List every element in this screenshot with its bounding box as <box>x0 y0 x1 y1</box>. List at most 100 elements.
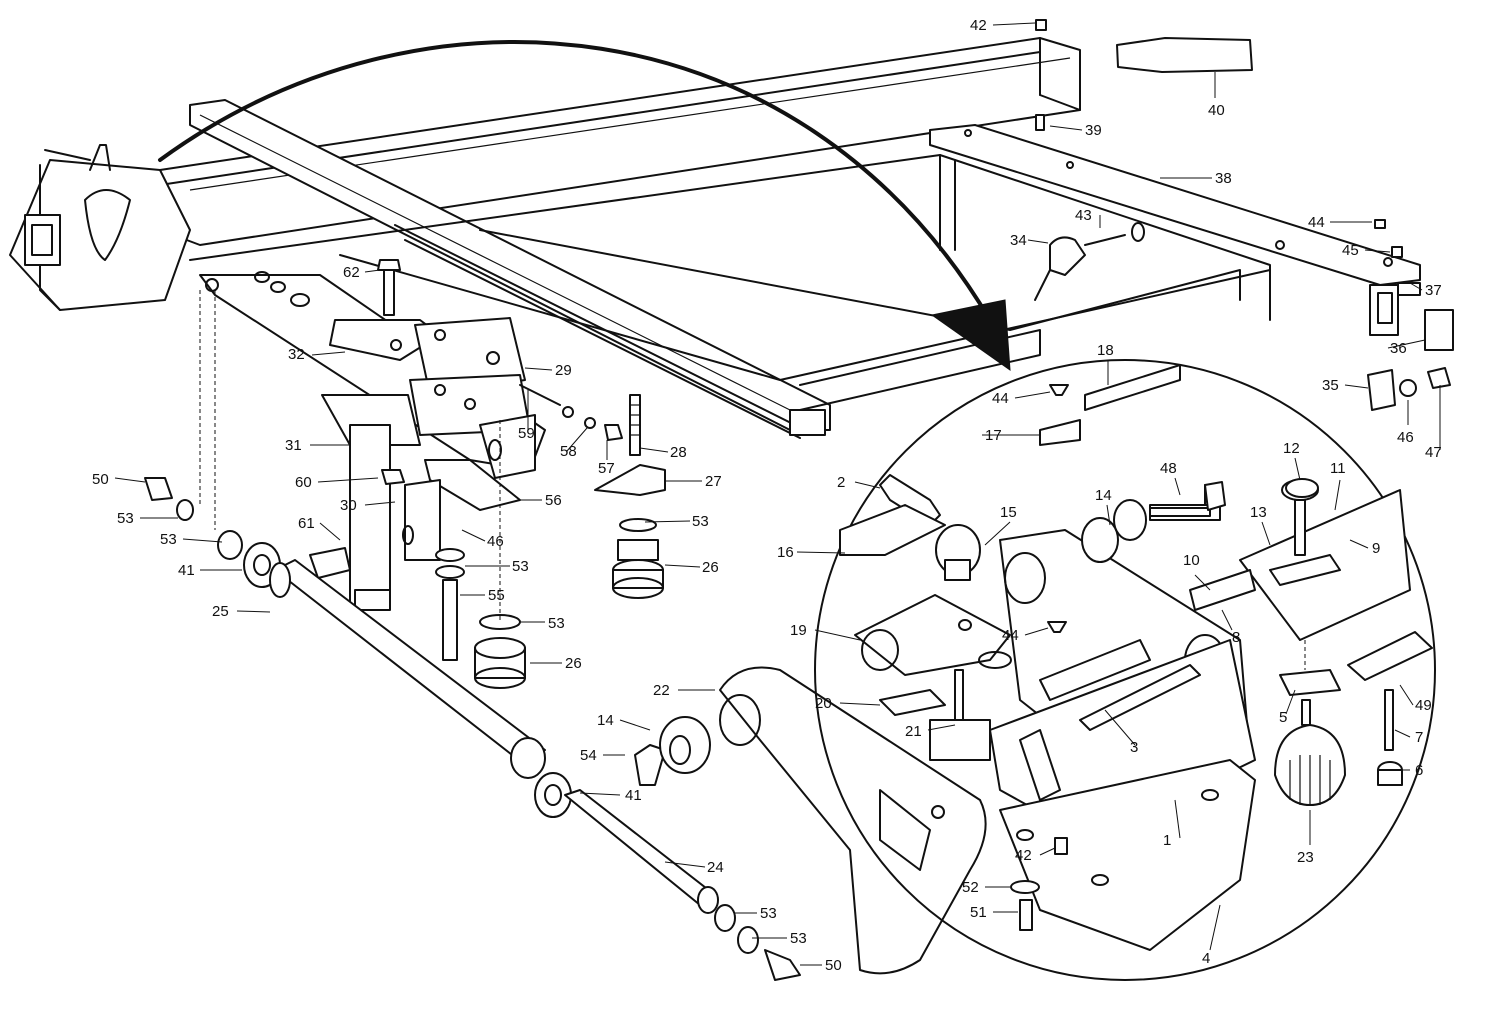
callout-22: 22 <box>653 682 670 699</box>
callout-59: 59 <box>518 425 535 442</box>
callout-55: 55 <box>488 587 505 604</box>
callout-49: 49 <box>1415 697 1432 714</box>
callout-40: 40 <box>1208 102 1225 119</box>
leader-line <box>1104 709 1136 746</box>
callout-46-right: 46 <box>1397 429 1414 446</box>
callout-52: 52 <box>962 879 979 896</box>
callout-53-e: 53 <box>548 615 565 632</box>
leader-line <box>984 521 1011 546</box>
callout-53-a: 53 <box>117 510 134 527</box>
callout-14-lower: 14 <box>597 712 614 729</box>
callout-31: 31 <box>285 437 302 454</box>
callout-7: 7 <box>1415 729 1423 746</box>
callout-53-b: 53 <box>160 531 177 548</box>
leader-line <box>839 702 881 706</box>
leader-line <box>664 564 701 568</box>
callout-58: 58 <box>560 443 577 460</box>
callout-44-right: 44 <box>1308 214 1325 231</box>
callout-43: 43 <box>1075 207 1092 224</box>
leader-line <box>1294 457 1301 481</box>
leader-line <box>1174 477 1181 496</box>
leader-line <box>1024 627 1049 636</box>
leader-line <box>236 610 271 613</box>
callout-39: 39 <box>1085 122 1102 139</box>
callout-38: 38 <box>1215 170 1232 187</box>
callout-5: 5 <box>1279 709 1287 726</box>
callout-3: 3 <box>1130 739 1138 756</box>
callout-13: 13 <box>1250 504 1267 521</box>
leader-line <box>579 792 621 796</box>
callout-26-right: 26 <box>702 559 719 576</box>
leader-line <box>992 22 1036 26</box>
leader-line <box>1285 689 1296 715</box>
callout-11: 11 <box>1330 460 1346 477</box>
callout-9: 9 <box>1372 540 1380 557</box>
leader-line <box>1174 799 1181 839</box>
callout-1: 1 <box>1163 832 1171 849</box>
callout-42-top: 42 <box>970 17 987 34</box>
callout-29: 29 <box>555 362 572 379</box>
leader-line <box>644 520 691 523</box>
leader-line <box>639 447 669 453</box>
callout-2: 2 <box>837 474 845 491</box>
leader-line <box>1221 609 1233 631</box>
callout-24: 24 <box>707 859 724 876</box>
leader-line <box>364 501 396 506</box>
callout-54: 54 <box>580 747 597 764</box>
callout-62: 62 <box>343 264 360 281</box>
callout-4: 4 <box>1202 950 1210 967</box>
callout-12: 12 <box>1283 440 1300 457</box>
callout-46-left: 46 <box>487 533 504 550</box>
leader-line <box>524 367 553 371</box>
leader-line <box>1106 504 1111 526</box>
callout-44-inset-top: 44 <box>992 390 1009 407</box>
leader-line <box>1364 249 1391 253</box>
callout-19: 19 <box>790 622 807 639</box>
callout-28: 28 <box>670 444 687 461</box>
callout-30: 30 <box>340 497 357 514</box>
callout-53-g: 53 <box>790 930 807 947</box>
leader-line <box>619 719 651 731</box>
leader-line <box>1409 282 1423 291</box>
callout-26-left: 26 <box>565 655 582 672</box>
callout-20: 20 <box>815 695 832 712</box>
callout-37: 37 <box>1425 282 1442 299</box>
callout-56: 56 <box>545 492 562 509</box>
callout-41-right: 41 <box>625 787 642 804</box>
leader-line <box>1394 729 1411 738</box>
leader-line <box>566 427 588 452</box>
leader-line <box>311 351 346 356</box>
callout-15: 15 <box>1000 504 1017 521</box>
callout-60: 60 <box>295 474 312 491</box>
leader-line <box>814 629 861 641</box>
callout-27: 27 <box>705 473 722 490</box>
leader-line <box>1194 574 1211 591</box>
callout-10: 10 <box>1183 552 1200 569</box>
leader-line <box>1261 521 1271 546</box>
callout-44-inset-mid: 44 <box>1002 627 1019 644</box>
leader-line <box>461 529 486 542</box>
leader-line <box>796 551 846 554</box>
callout-14-upper: 14 <box>1095 487 1112 504</box>
callout-50-top: 50 <box>92 471 109 488</box>
leader-line <box>1014 391 1051 399</box>
callout-53-f: 53 <box>760 905 777 922</box>
callout-23: 23 <box>1297 849 1314 866</box>
leader-line <box>1209 904 1221 951</box>
callout-50-bottom: 50 <box>825 957 842 974</box>
callout-36: 36 <box>1390 340 1407 357</box>
callout-18: 18 <box>1097 342 1114 359</box>
leader-line <box>317 477 379 483</box>
callout-51: 51 <box>970 904 987 921</box>
leader-line <box>854 481 881 489</box>
callout-6: 6 <box>1415 762 1423 779</box>
callout-48: 48 <box>1160 460 1177 477</box>
leader-line <box>1349 539 1369 549</box>
leader-line <box>1334 479 1341 511</box>
callout-35: 35 <box>1322 377 1339 394</box>
leader-line <box>1039 847 1056 856</box>
callout-32: 32 <box>288 346 305 363</box>
callout-21: 21 <box>905 723 922 740</box>
callout-61: 61 <box>298 515 315 532</box>
